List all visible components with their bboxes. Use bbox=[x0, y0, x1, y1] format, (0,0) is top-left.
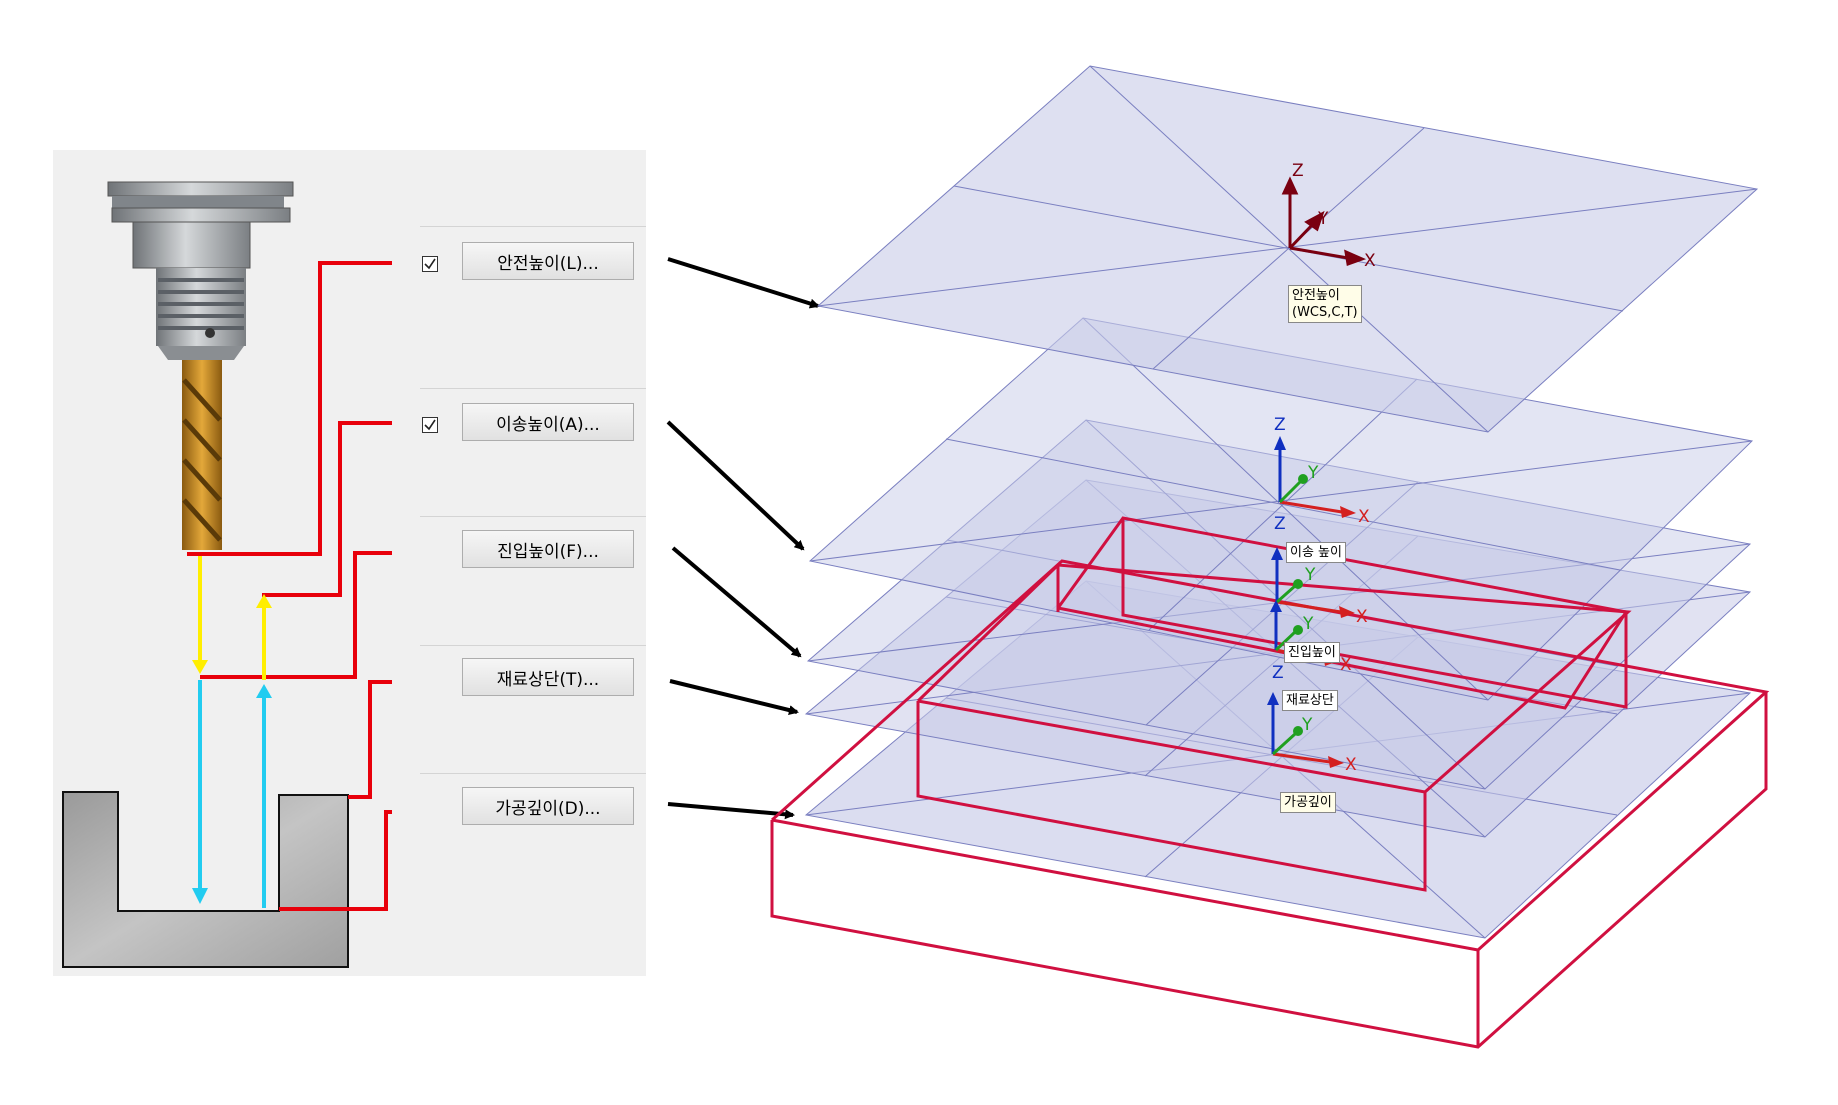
end-mill-tool-icon bbox=[107, 181, 294, 550]
approach-height-button[interactable]: 진입높이(F)... bbox=[462, 530, 634, 568]
approach-plane-label: 진입높이 bbox=[1284, 642, 1340, 663]
stock-top-x-label: X bbox=[1340, 655, 1352, 675]
depth-plane-label: 가공깊이 bbox=[1280, 792, 1336, 813]
wcs-y-label: Y bbox=[1317, 209, 1329, 229]
depth-x-label: X bbox=[1345, 755, 1357, 775]
workpiece-icon bbox=[62, 791, 349, 968]
row-separator bbox=[420, 516, 646, 517]
cut-depth-button[interactable]: 가공깊이(D)... bbox=[462, 787, 634, 825]
feed-x-label: X bbox=[1358, 507, 1370, 527]
axis-triad-approach-icon bbox=[1271, 547, 1355, 618]
stock-top-button[interactable]: 재료상단(T)... bbox=[462, 658, 634, 696]
feed-y-label: Y bbox=[1307, 463, 1319, 483]
wcs-z-label: Z bbox=[1292, 161, 1304, 181]
wcs-x-label: X bbox=[1364, 251, 1376, 271]
safety-height-button[interactable]: 안전높이(L)... bbox=[462, 242, 634, 280]
safety-plane bbox=[816, 65, 1759, 433]
stock-box bbox=[770, 516, 1770, 1049]
axis-triad-feed-icon bbox=[1274, 436, 1356, 518]
stock-top-z-label: Z bbox=[1272, 663, 1284, 683]
safety-plane-label: 안전높이 (WCS,C,T) bbox=[1288, 285, 1362, 323]
feed-height-button[interactable]: 이송높이(A)... bbox=[462, 403, 634, 441]
row-separator bbox=[420, 645, 646, 646]
feed-plane-label: 이송 높이 bbox=[1286, 542, 1346, 563]
row-separator bbox=[420, 226, 646, 227]
axis-triad-depth-icon bbox=[1267, 692, 1344, 768]
depth-y-label: Y bbox=[1301, 715, 1313, 735]
row-separator bbox=[420, 388, 646, 389]
feed-plane bbox=[808, 317, 1754, 701]
approach-z-label: Z bbox=[1274, 514, 1286, 534]
stock-top-plane-label: 재료상단 bbox=[1282, 690, 1338, 711]
approach-x-label: X bbox=[1356, 607, 1368, 627]
row-separator bbox=[420, 773, 646, 774]
feed-z-label: Z bbox=[1274, 415, 1286, 435]
approach-y-label: Y bbox=[1304, 565, 1316, 585]
feed-height-checkbox[interactable] bbox=[422, 417, 438, 433]
safety-height-checkbox[interactable] bbox=[422, 256, 438, 272]
stock-top-y-label: Y bbox=[1302, 614, 1314, 634]
wcs-axes-icon bbox=[1281, 176, 1367, 267]
